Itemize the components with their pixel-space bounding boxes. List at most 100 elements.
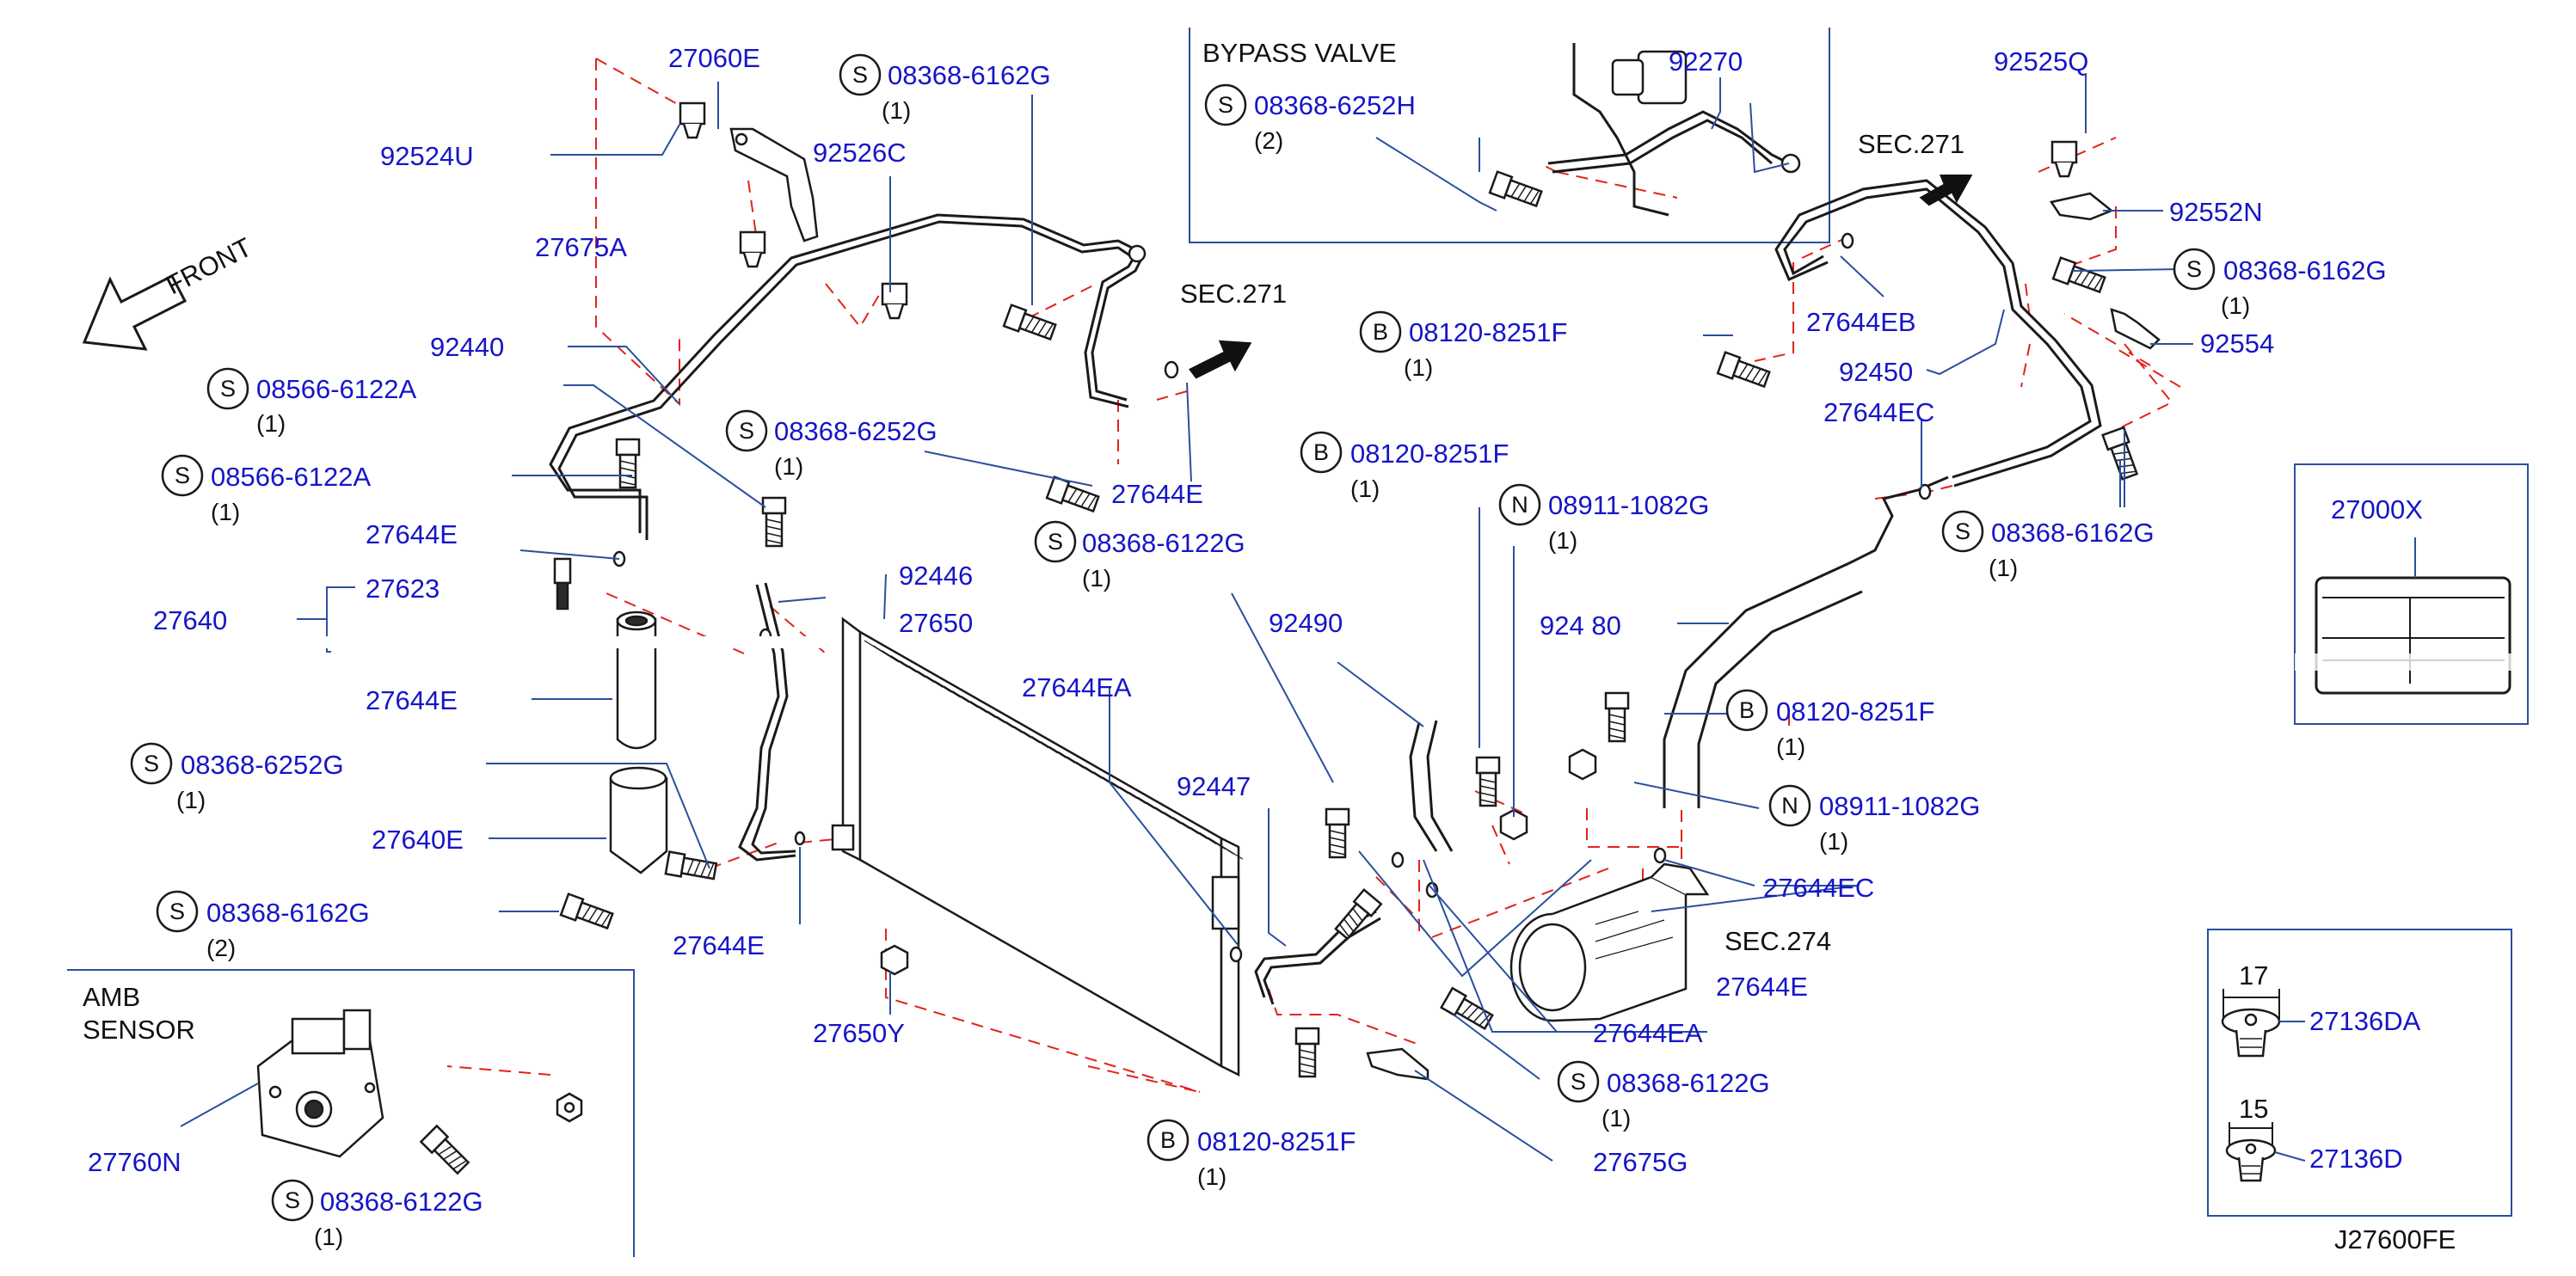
fastener-qty: (1) bbox=[774, 453, 803, 480]
label-92524u: 92524U bbox=[380, 141, 474, 171]
label-92447: 92447 bbox=[1177, 771, 1251, 801]
dimension-marks: 17 15 bbox=[2239, 960, 2268, 1124]
svg-text:B: B bbox=[1739, 697, 1755, 723]
sec-274: SEC.274 bbox=[1725, 926, 1831, 956]
svg-text:B: B bbox=[1160, 1127, 1176, 1153]
bracket-27675g bbox=[1366, 1047, 1429, 1081]
receiver-drier-27640 bbox=[616, 610, 657, 750]
svg-text:N: N bbox=[1511, 492, 1528, 518]
label-92446: 92446 bbox=[899, 561, 973, 591]
fastener-qty: (1) bbox=[1602, 1105, 1631, 1132]
fastener-qty: (1) bbox=[1819, 828, 1848, 855]
amb-sensor-title-line1: AMB bbox=[83, 982, 140, 1012]
label-27623: 27623 bbox=[366, 574, 440, 604]
symbol-n: N bbox=[1498, 483, 1541, 526]
label-27644e-4: 27644E bbox=[1111, 479, 1203, 509]
svg-text:S: S bbox=[144, 751, 159, 776]
nut-27650y bbox=[880, 944, 909, 976]
fastener-code: 08368-6122G bbox=[320, 1187, 483, 1217]
clip-27136da bbox=[2221, 989, 2281, 1058]
bracket-92552n bbox=[2049, 192, 2114, 221]
svg-text:B: B bbox=[1313, 439, 1329, 465]
sec-271-left-arrow-icon bbox=[1188, 340, 1252, 379]
label-27760n: 27760N bbox=[88, 1147, 181, 1177]
bracket-92554 bbox=[2110, 308, 2161, 350]
svg-text:S: S bbox=[1048, 529, 1063, 555]
fastener-code: 08368-6162G bbox=[206, 898, 370, 928]
front-arrow-icon bbox=[82, 273, 188, 351]
fastener-qty: (1) bbox=[1548, 527, 1577, 554]
fastener-qty: (1) bbox=[176, 787, 206, 813]
fastener-code: 08368-6122G bbox=[1082, 528, 1245, 558]
symbol-b: B bbox=[1300, 431, 1343, 474]
fastener-code: 08368-6162G bbox=[1991, 518, 2155, 548]
fastener-qty: (1) bbox=[1350, 475, 1380, 502]
fastener-code: 08368-6162G bbox=[888, 60, 1051, 90]
symbol-n: N bbox=[1768, 784, 1811, 827]
fastener-qty: (1) bbox=[1404, 354, 1433, 381]
svg-text:S: S bbox=[285, 1187, 300, 1213]
svg-text:B: B bbox=[1373, 319, 1388, 345]
nut-amb bbox=[556, 1092, 583, 1123]
fastener-qty: (2) bbox=[206, 935, 236, 961]
symbol-s: S bbox=[725, 409, 768, 452]
clip-92526c bbox=[881, 282, 908, 320]
label-27136da: 27136DA bbox=[2309, 1006, 2421, 1036]
compressor-sec274 bbox=[1509, 862, 1710, 1022]
symbol-s: S bbox=[1034, 520, 1077, 563]
label-27675a: 27675A bbox=[535, 232, 627, 262]
svg-text:S: S bbox=[169, 899, 185, 924]
fastener-labels: 08368-6162G (1) 08566-6122A (1) 08566-61… bbox=[176, 60, 2387, 1250]
symbol-s: S bbox=[161, 454, 204, 497]
svg-text:S: S bbox=[2186, 256, 2202, 282]
caution-label-27000x bbox=[2295, 576, 2527, 695]
fastener-code: 08368-6122G bbox=[1607, 1068, 1770, 1098]
svg-text:S: S bbox=[175, 463, 190, 488]
fastener-qty: (1) bbox=[2221, 292, 2250, 319]
label-92490: 92490 bbox=[1269, 608, 1343, 638]
o-rings bbox=[612, 232, 1932, 963]
label-92450: 92450 bbox=[1839, 357, 1913, 387]
amb-sensor-title-line2: SENSOR bbox=[83, 1015, 195, 1045]
label-27000x: 27000X bbox=[2331, 494, 2423, 525]
fastener-qty: (1) bbox=[882, 97, 911, 124]
label-92554: 92554 bbox=[2200, 328, 2274, 359]
nut-08911-b bbox=[1568, 748, 1597, 781]
label-27000x-frame bbox=[2294, 463, 2529, 725]
clip-detail-frame bbox=[2207, 929, 2512, 1217]
svg-text:S: S bbox=[1571, 1069, 1586, 1095]
svg-text:S: S bbox=[852, 62, 868, 88]
sec-271-left: SEC.271 bbox=[1180, 279, 1287, 309]
condenser-27650 bbox=[831, 617, 1244, 1077]
occlusion-bands bbox=[172, 636, 1359, 662]
symbol-s: S bbox=[271, 1179, 314, 1222]
part-labels: 27060E 92524U 92526C 27675A 92440 27644E… bbox=[88, 43, 2423, 1177]
fastener-qty: (2) bbox=[1254, 127, 1283, 154]
label-27644e-2: 27644E bbox=[366, 685, 458, 715]
pipe-92270-bypass bbox=[1547, 43, 1801, 217]
label-92440: 92440 bbox=[430, 332, 504, 362]
fastener-qty: (1) bbox=[1989, 555, 2018, 581]
dim-17: 17 bbox=[2239, 960, 2268, 991]
symbol-b: B bbox=[1147, 1119, 1190, 1162]
pipe-92446 bbox=[738, 582, 796, 862]
fastener-qty: (1) bbox=[211, 499, 240, 525]
fastener-code: 08120-8251F bbox=[1409, 317, 1567, 347]
label-27644ea-2: 27644EA bbox=[1593, 1018, 1703, 1048]
symbol-s: S bbox=[1557, 1060, 1600, 1103]
fastener-code: 08120-8251F bbox=[1197, 1126, 1356, 1156]
fastener-code: 08120-8251F bbox=[1776, 696, 1934, 727]
label-27060e: 27060E bbox=[668, 43, 760, 73]
front-label: FRONT bbox=[161, 232, 256, 301]
amb-sensor-frame bbox=[67, 969, 635, 1257]
bracket-27060e bbox=[729, 127, 819, 242]
label-27650: 27650 bbox=[899, 608, 973, 638]
label-27644ec-2: 27644EC bbox=[1763, 873, 1874, 903]
sec-271-right-arrow-icon bbox=[1919, 175, 1973, 206]
bypass-valve-title: BYPASS VALVE bbox=[1202, 38, 1397, 68]
dim-15: 15 bbox=[2239, 1094, 2268, 1124]
pipe-92447 bbox=[1254, 910, 1381, 1005]
label-92480-partial: 924 80 bbox=[1540, 610, 1621, 641]
fastener-qty: (1) bbox=[1082, 565, 1111, 592]
